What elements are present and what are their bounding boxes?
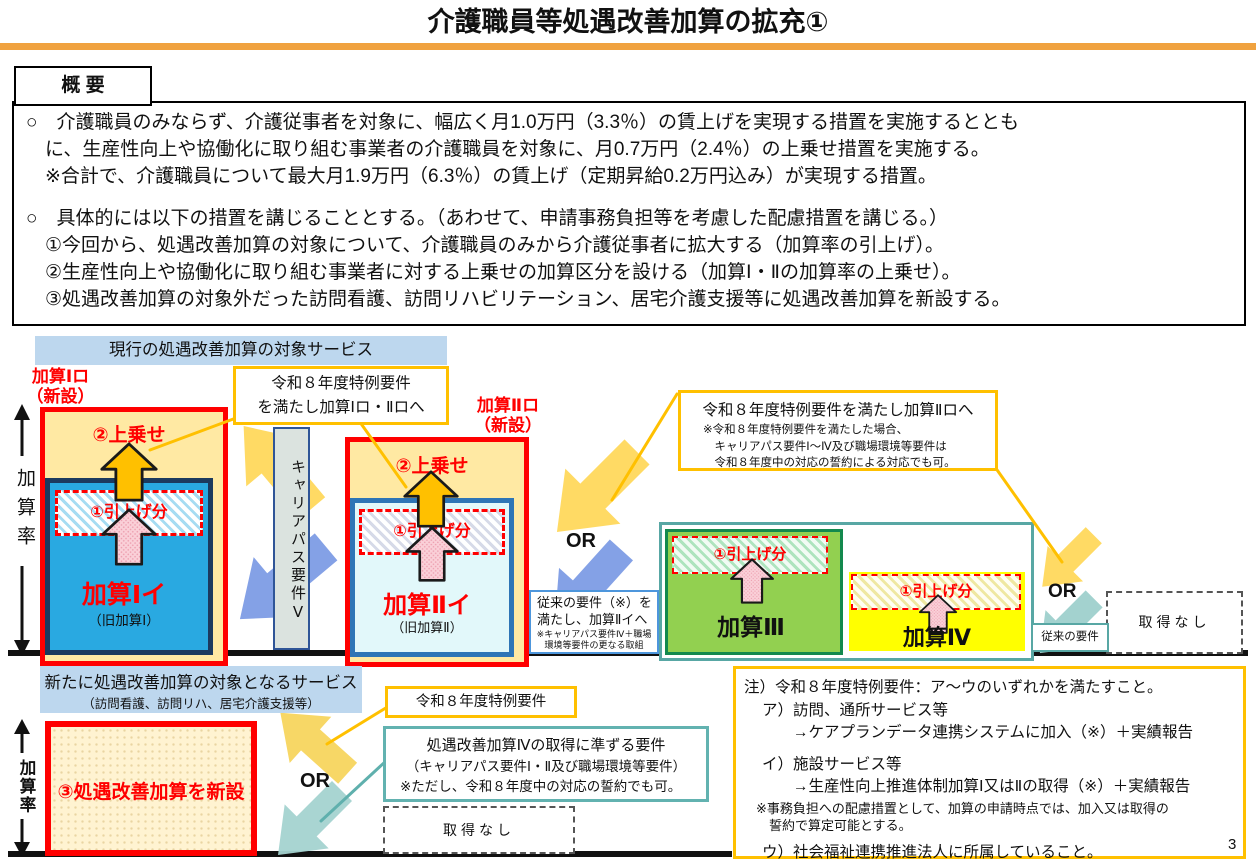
kasan2-new-tag: 加算Ⅱロ （新設） — [474, 396, 542, 435]
kasan2-old-name: （旧加算Ⅱ） — [391, 620, 463, 635]
overview-label: 概 要 — [14, 66, 152, 106]
callout-r8-special-requirement-3: 令和８年度特例要件 — [385, 686, 577, 718]
kasan1-name: 加算Ⅰイ — [81, 581, 167, 609]
or-label-3: OR — [300, 770, 330, 792]
kasan4-box: ①引上げ分 加算Ⅳ — [849, 572, 1025, 651]
page-number: 3 — [1228, 836, 1237, 853]
current-services-label: 現行の処遇改善加算の対象サービス — [35, 336, 447, 365]
overview-paragraph-1: ○ 介護職員のみならず、介護従事者を対象に、幅広く月1.0万円（3.3％）の賃上… — [26, 112, 1020, 187]
transition-arrow-yellow-right-icon — [1042, 527, 1102, 587]
note-item-a: ア）訪問、通所サービス等 →ケアプランデータ連携システムに加入（※）＋実績報告 — [762, 702, 1194, 742]
callout-r8-special-requirement-1: 令和８年度特例要件 を満たし加算Ⅰロ・Ⅱロへ — [233, 366, 449, 425]
axis-baseline-bottom — [8, 851, 732, 857]
kasan2-box: ②上乗せ ①引上げ分 加算Ⅱイ （旧加算Ⅱ） — [345, 437, 529, 667]
legacy-requirement-small-box: 従来の要件 — [1031, 623, 1109, 652]
kasan4-equivalent-requirements-box: 処遇改善加算Ⅳの取得に準ずる要件 （キャリアパス要件Ⅰ・Ⅱ及び職場環境等要件） … — [383, 726, 709, 802]
kasan4-hikiage-label: ①引上げ分 — [899, 583, 973, 600]
new-services-label-line1: 新たに処遇改善加算の対象となるサービス — [44, 674, 358, 692]
axis-arrow-kasanritsu-bottom — [14, 719, 30, 857]
new-services-label: 新たに処遇改善加算の対象となるサービス （訪問看護、訪問リハ、居宅介護支援等） — [40, 666, 362, 713]
kasan4-raise-arrow-icon — [918, 594, 958, 634]
kasan1-uwanose-label: ②上乗せ — [92, 425, 166, 446]
note-line1: 注）令和８年度特例要件：ア～ウのいずれかを満たすこと。 — [744, 679, 1163, 696]
legacy-requirements-box: 従来の要件（※）を 満たし、加算Ⅱイへ ※キャリアパス要件Ⅳ＋職場 環境等要件の… — [529, 590, 659, 654]
kasan2-boost-arrow-icon — [403, 470, 459, 528]
orange-rule — [0, 43, 1256, 50]
req-box-line2: （キャリアパス要件Ⅰ・Ⅱ及び職場環境等要件） — [405, 759, 687, 774]
req-box-line1: 処遇改善加算Ⅳの取得に準ずる要件 — [426, 737, 666, 754]
or-label-2: OR — [1048, 581, 1077, 602]
career-path-requirement-box: キャリアパス要件Ⅴ — [273, 427, 310, 650]
no-acquisition-box-bottom: 取得なし — [383, 806, 575, 854]
kasan3-name: 加算Ⅲ — [717, 614, 785, 640]
axis-label-kasanritsu-bottom: 加算率 — [17, 759, 35, 815]
new-addition-label: ③処遇改善加算を新設 — [57, 782, 245, 803]
kasan1-box: ②上乗せ ①引上げ分 加算Ⅰイ （旧加算Ⅰ） — [40, 407, 228, 666]
kasan4-name: 加算Ⅳ — [902, 625, 972, 650]
legacy-requirements-note: ※キャリアパス要件Ⅳ＋職場 環境等要件の更なる取組 — [536, 628, 652, 651]
callout-r8-special-requirement-2: 令和８年度特例要件を満たし加算Ⅱロへ ※令和８年度特例要件を満たした場合、 キャ… — [678, 390, 998, 471]
callout2-note: ※令和８年度特例要件を満たした場合、 キャリアパス要件Ⅰ～Ⅳ及び職場環境等要件は… — [703, 424, 956, 470]
kasan1-old-name: （旧加算Ⅰ） — [88, 613, 160, 628]
kasan1-inner-box: ①引上げ分 加算Ⅰイ （旧加算Ⅰ） — [45, 478, 213, 655]
page-title: 介護職員等処遇改善加算の拡充① — [427, 7, 829, 37]
overview-box: ○ 介護職員のみならず、介護従事者を対象に、幅広く月1.0万円（3.3％）の賃上… — [12, 101, 1246, 326]
kasan1-boost-arrow-icon — [100, 442, 158, 502]
note-remark: ※事務負担への配慮措置として、加算の申請時点では、加入又は取得の 誓約で算定可能… — [756, 800, 1169, 833]
overview-paragraph-2: ○ 具体的には以下の措置を講じることとする。（あわせて、申請事務負担等を考慮した… — [26, 208, 1011, 310]
legacy-requirements-main: 従来の要件（※）を 満たし、加算Ⅱイへ — [537, 595, 652, 627]
axis-arrow-kasanritsu-top — [14, 404, 30, 656]
kasan3-box: ①引上げ分 加算Ⅲ — [665, 529, 843, 655]
kasan3-raise-arrow-icon — [730, 558, 774, 604]
note-box: 注）令和８年度特例要件：ア～ウのいずれかを満たすこと。 ア）訪問、通所サービス等… — [733, 666, 1246, 861]
note-item-u: ウ）社会福祉連携推進法人に所属していること。 — [762, 843, 1103, 861]
axis-label-kasanritsu-top: 加算率 — [14, 467, 35, 555]
no-acquisition-box-top: 取得なし — [1106, 591, 1243, 654]
or-label-1: OR — [566, 530, 596, 552]
kasan1-new-tag: 加算Ⅰロ （新設） — [26, 367, 95, 406]
note-item-i: イ）施設サービス等 →生産性向上推進体制加算Ⅰ又はⅡの取得（※）＋実績報告 — [762, 755, 1191, 796]
req-box-line3: ※ただし、令和８年度中の対応の誓約でも可。 — [400, 779, 682, 794]
new-services-label-line2: （訪問看護、訪問リハ、居宅介護支援等） — [82, 697, 320, 711]
kasan3-hikiage-label: ①引上げ分 — [713, 546, 787, 563]
kasan2-raise-arrow-icon — [405, 526, 459, 582]
callout2-title: 令和８年度特例要件を満たし加算Ⅱロへ — [702, 402, 974, 419]
new-addition-box: ③処遇改善加算を新設 — [45, 721, 257, 856]
kasan2-uwanose-label: ②上乗せ — [395, 456, 469, 477]
kasan1-raise-arrow-icon — [101, 508, 157, 566]
kasan2-name: 加算Ⅱイ — [383, 592, 471, 619]
